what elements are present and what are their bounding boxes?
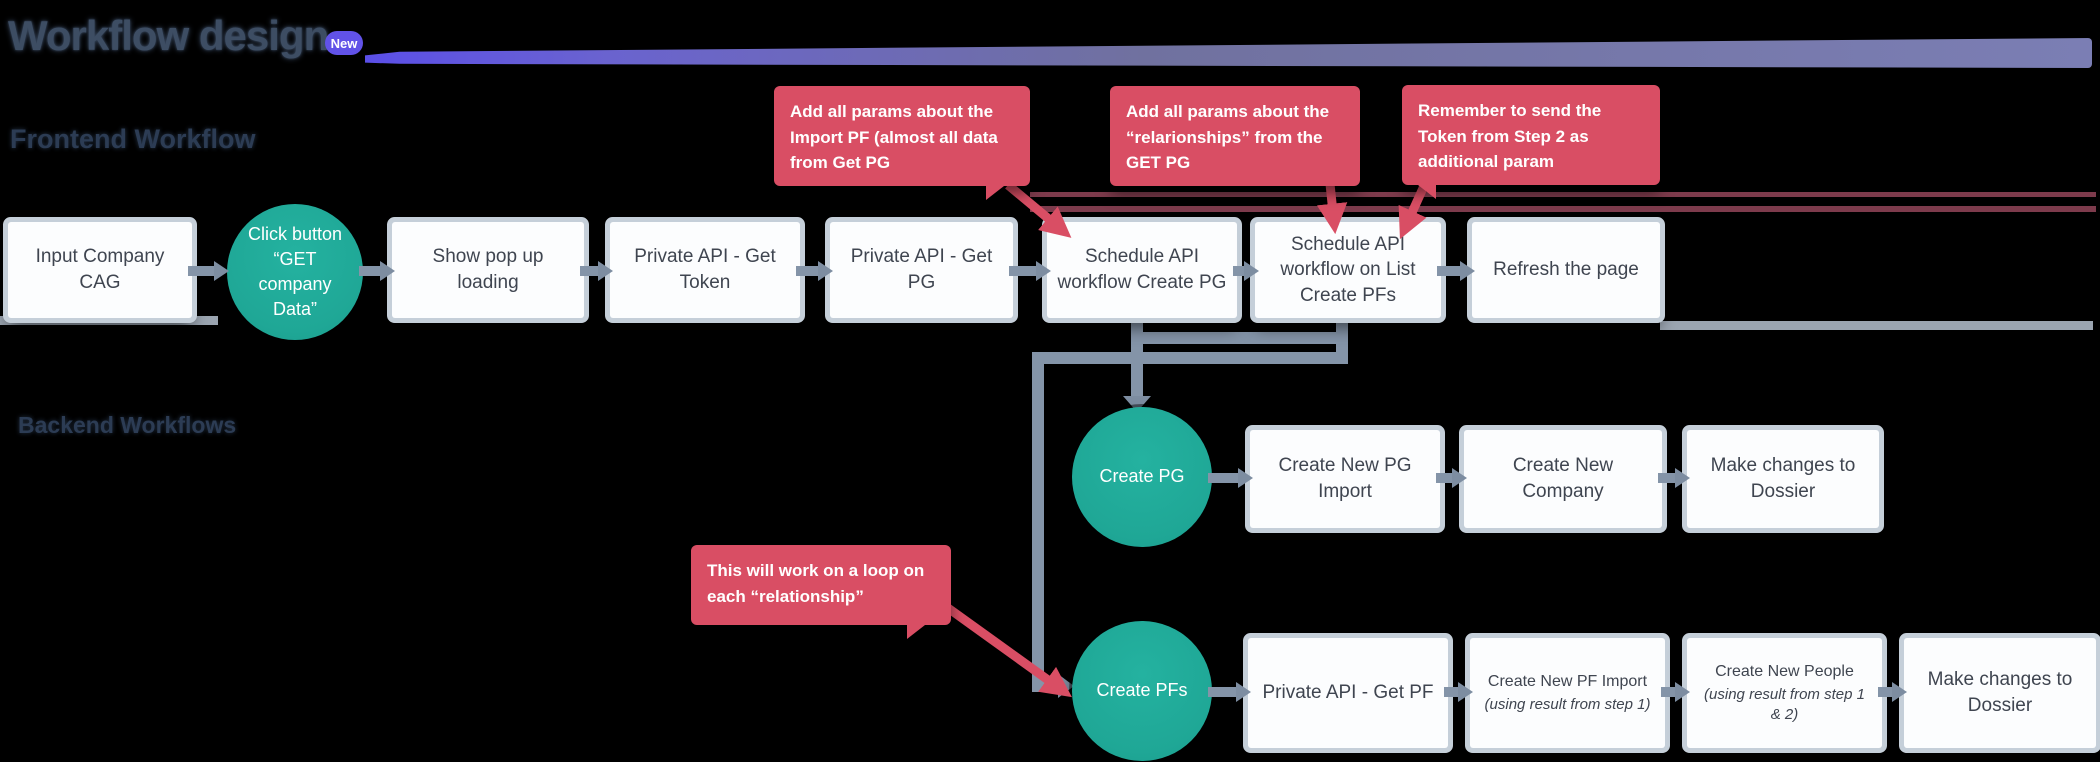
node-label: Create New PF Import(using result from s… [1485,671,1651,715]
node-label: Make changes to Dossier [1927,669,2073,716]
connector-stub [359,261,395,281]
node-make-changes-dossier-pf[interactable]: Make changes to Dossier [1904,638,2096,748]
section-label-backend: Backend Workflows [18,412,237,438]
node-create-new-company[interactable]: Create New Company [1464,430,1662,528]
note-text: Add all params about the Import PF (almo… [790,102,998,172]
node-label: Input Company CAG [35,246,165,293]
wrap-line-maroon-2 [1030,206,2096,212]
node-create-pg[interactable]: Create PG [1072,407,1212,547]
note-send-token[interactable]: Remember to send the Token from Step 2 a… [1402,85,1660,199]
node-label: Create PG [1099,466,1185,487]
note-text: Add all params about the “relarionships”… [1126,102,1330,172]
connector-stub [1436,468,1467,488]
node-show-popup-loading[interactable]: Show pop up loading [392,222,584,318]
connector-horizontal-upper[interactable] [1140,332,1348,344]
note-text: This will work on a loop on each “relati… [707,561,925,606]
note-import-pf-params[interactable]: Add all params about the Import PF (almo… [774,86,1030,200]
section-label-frontend: Frontend Workflow [10,124,256,154]
node-label: Schedule API workflow Create PG [1057,246,1227,293]
node-label: Click button “GET company Data” [247,223,343,320]
connector-vertical-to-create-pfs[interactable] [1032,352,1044,690]
connector-stub [1009,261,1051,281]
node-sublabel: (using result from step 1 & 2) [1704,685,1865,723]
page-title: Workflow design [8,12,329,59]
wrap-line-gray-right [1660,321,2093,330]
note-text: Remember to send the Token from Step 2 a… [1418,101,1602,171]
connector-stub [1661,682,1690,702]
connector-horizontal-lower[interactable] [1032,352,1348,364]
note-arrow-2 [1316,183,1348,235]
connector-stub [1437,261,1475,281]
note-tail [986,186,1004,200]
connector-stub [1878,682,1907,702]
node-label: Schedule API workflow on List Create PFs [1280,233,1416,306]
node-private-api-get-pf[interactable]: Private API - Get PF [1248,638,1448,748]
node-label: Private API - Get PF [1262,682,1434,704]
note-loop-relationship[interactable]: This will work on a loop on each “relati… [691,545,951,639]
node-schedule-create-pg[interactable]: Schedule API workflow Create PG [1047,222,1237,318]
node-sublabel: (using result from step 1) [1484,695,1651,713]
note-tail [1418,185,1436,199]
node-label: Private API - Get PG [850,246,993,293]
node-private-api-get-pg[interactable]: Private API - Get PG [830,222,1013,318]
connector-stub [1658,468,1690,488]
wrap-line-maroon-1 [1030,192,2096,197]
connector-stub [1208,468,1253,488]
connector-stub [188,261,229,281]
node-create-new-people[interactable]: Create New People(using result from step… [1687,638,1882,748]
node-create-pfs[interactable]: Create PFs [1072,621,1212,761]
node-refresh-the-page[interactable]: Refresh the page [1472,222,1660,318]
node-label: Private API - Get Token [634,246,776,293]
node-input-company-cag[interactable]: Input Company CAG [8,222,192,318]
note-tail [907,625,925,639]
node-private-api-get-token[interactable]: Private API - Get Token [610,222,800,318]
node-schedule-on-list-create-pfs[interactable]: Schedule API workflow on List Create PFs [1255,222,1441,318]
node-label: Create PFs [1096,680,1188,701]
node-create-new-pg-import[interactable]: Create New PG Import [1250,430,1440,528]
node-label: Create New PG Import [1278,455,1412,502]
note-relationships-params[interactable]: Add all params about the “relarionships”… [1110,86,1360,186]
connector-stub [796,261,833,281]
node-label: Show pop up loading [432,246,544,293]
node-label: Create New People(using result from step… [1697,661,1872,725]
note-arrow-loop [945,604,1072,698]
connector-stub [1233,261,1259,281]
node-label: Create New Company [1512,455,1614,502]
node-create-new-pf-import[interactable]: Create New PF Import(using result from s… [1470,638,1665,748]
wrap-line-gray-left [0,316,218,325]
connector-stub [580,261,613,281]
accent-underline-bar [365,38,2092,68]
node-label: Make changes to Dossier [1710,455,1856,502]
node-label: Refresh the page [1493,259,1639,281]
new-badge[interactable]: New [325,31,363,55]
node-click-get-company-data[interactable]: Click button “GET company Data” [227,204,363,340]
node-make-changes-dossier-pg[interactable]: Make changes to Dossier [1687,430,1879,528]
connector-stub [1444,682,1473,702]
connector-stub [1208,682,1251,702]
